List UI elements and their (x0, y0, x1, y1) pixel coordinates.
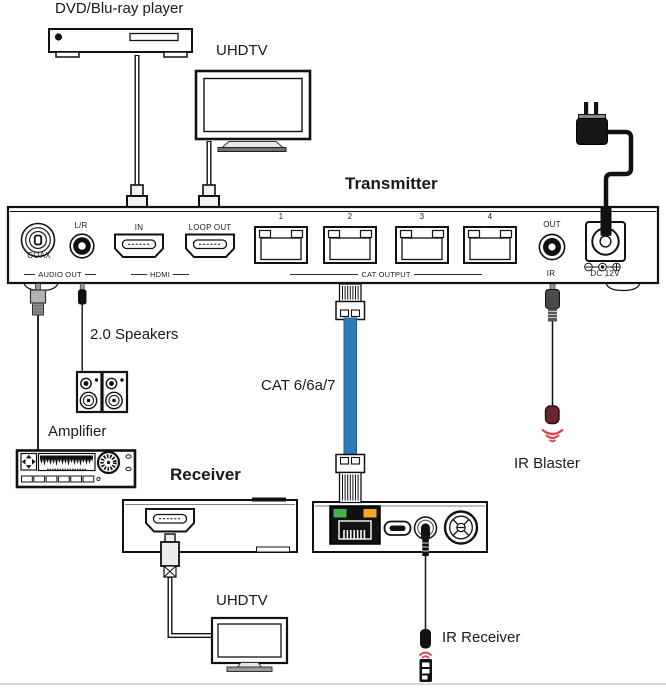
lr-port-label: L/R (74, 221, 88, 230)
cat-cable-label: CAT 6/6a/7 (261, 377, 336, 394)
speakers (75, 370, 129, 414)
receiver-label: Receiver (170, 465, 241, 484)
lr-cable (78, 283, 87, 372)
dc-power-port (585, 221, 626, 262)
coax-cable (29, 283, 47, 450)
speakers-label: 2.0 Speakers (90, 326, 179, 343)
cat-port-3-label: 3 (419, 212, 425, 221)
receiver-rj45-port (329, 505, 381, 545)
cat-port-1-label: 1 (278, 212, 284, 221)
cat-port-4-label: 4 (487, 212, 493, 221)
transmitter-label: Transmitter (345, 174, 438, 193)
receiver-hdmi-port (145, 508, 195, 533)
led-green (333, 509, 347, 518)
ir-out-port (538, 233, 566, 261)
cat-output-port-1 (254, 226, 308, 264)
cat-output-group-label: CAT OUTPUT (290, 270, 483, 279)
hdmi-in-label: IN (134, 223, 144, 232)
uhdtv-bottom (210, 616, 289, 672)
receiver-usb-port (383, 520, 412, 536)
hdmi-in-port (114, 233, 164, 258)
led-orange (363, 509, 377, 518)
ir-blaster-cable (541, 283, 564, 443)
hdmi-group-label: HDMI (131, 270, 189, 279)
amplifier-label: Amplifier (48, 423, 107, 440)
hdmi-loop-out-port (185, 233, 235, 258)
dvd-player (48, 28, 193, 58)
uhdtv-top-label: UHDTV (216, 42, 268, 59)
remote-control (419, 659, 432, 682)
uhdtv-top (194, 69, 312, 152)
dvd-player-label: DVD/Blu-ray player (55, 0, 184, 17)
cat-output-port-2 (323, 226, 377, 264)
receiver-power-lock-port (443, 510, 479, 545)
page-footer-rule (0, 683, 666, 685)
cat-cable (335, 283, 366, 504)
lr-audio-port (69, 233, 95, 259)
polarity-symbol (584, 262, 621, 272)
audio-out-text: AUDIO OUT (38, 270, 82, 279)
cat-output-port-4 (463, 226, 517, 264)
amplifier (15, 449, 137, 489)
hdmi-cable-receiver (160, 533, 212, 638)
ir-label: IR (546, 269, 556, 278)
cat-output-port-3 (395, 226, 449, 264)
dc-12v-label: DC 12V (590, 269, 620, 278)
ir-receiver-label: IR Receiver (442, 629, 521, 646)
ir-receiver-cable (418, 523, 433, 682)
coax-label: COAX (27, 251, 51, 260)
cat-port-2-label: 2 (347, 212, 353, 221)
hdmi-group-text: HDMI (150, 270, 170, 279)
power-adapter (576, 102, 634, 236)
coax-port (20, 222, 56, 258)
ir-blaster-label: IR Blaster (514, 455, 580, 472)
hdmi-loop-out-label: LOOP OUT (188, 223, 232, 232)
cat-cable-run (343, 317, 357, 458)
uhdtv-bottom-label: UHDTV (216, 592, 268, 609)
cat-output-text: CAT OUTPUT (361, 270, 411, 279)
audio-out-group-label: AUDIO OUT (24, 270, 96, 279)
ir-out-label: OUT (543, 220, 561, 229)
